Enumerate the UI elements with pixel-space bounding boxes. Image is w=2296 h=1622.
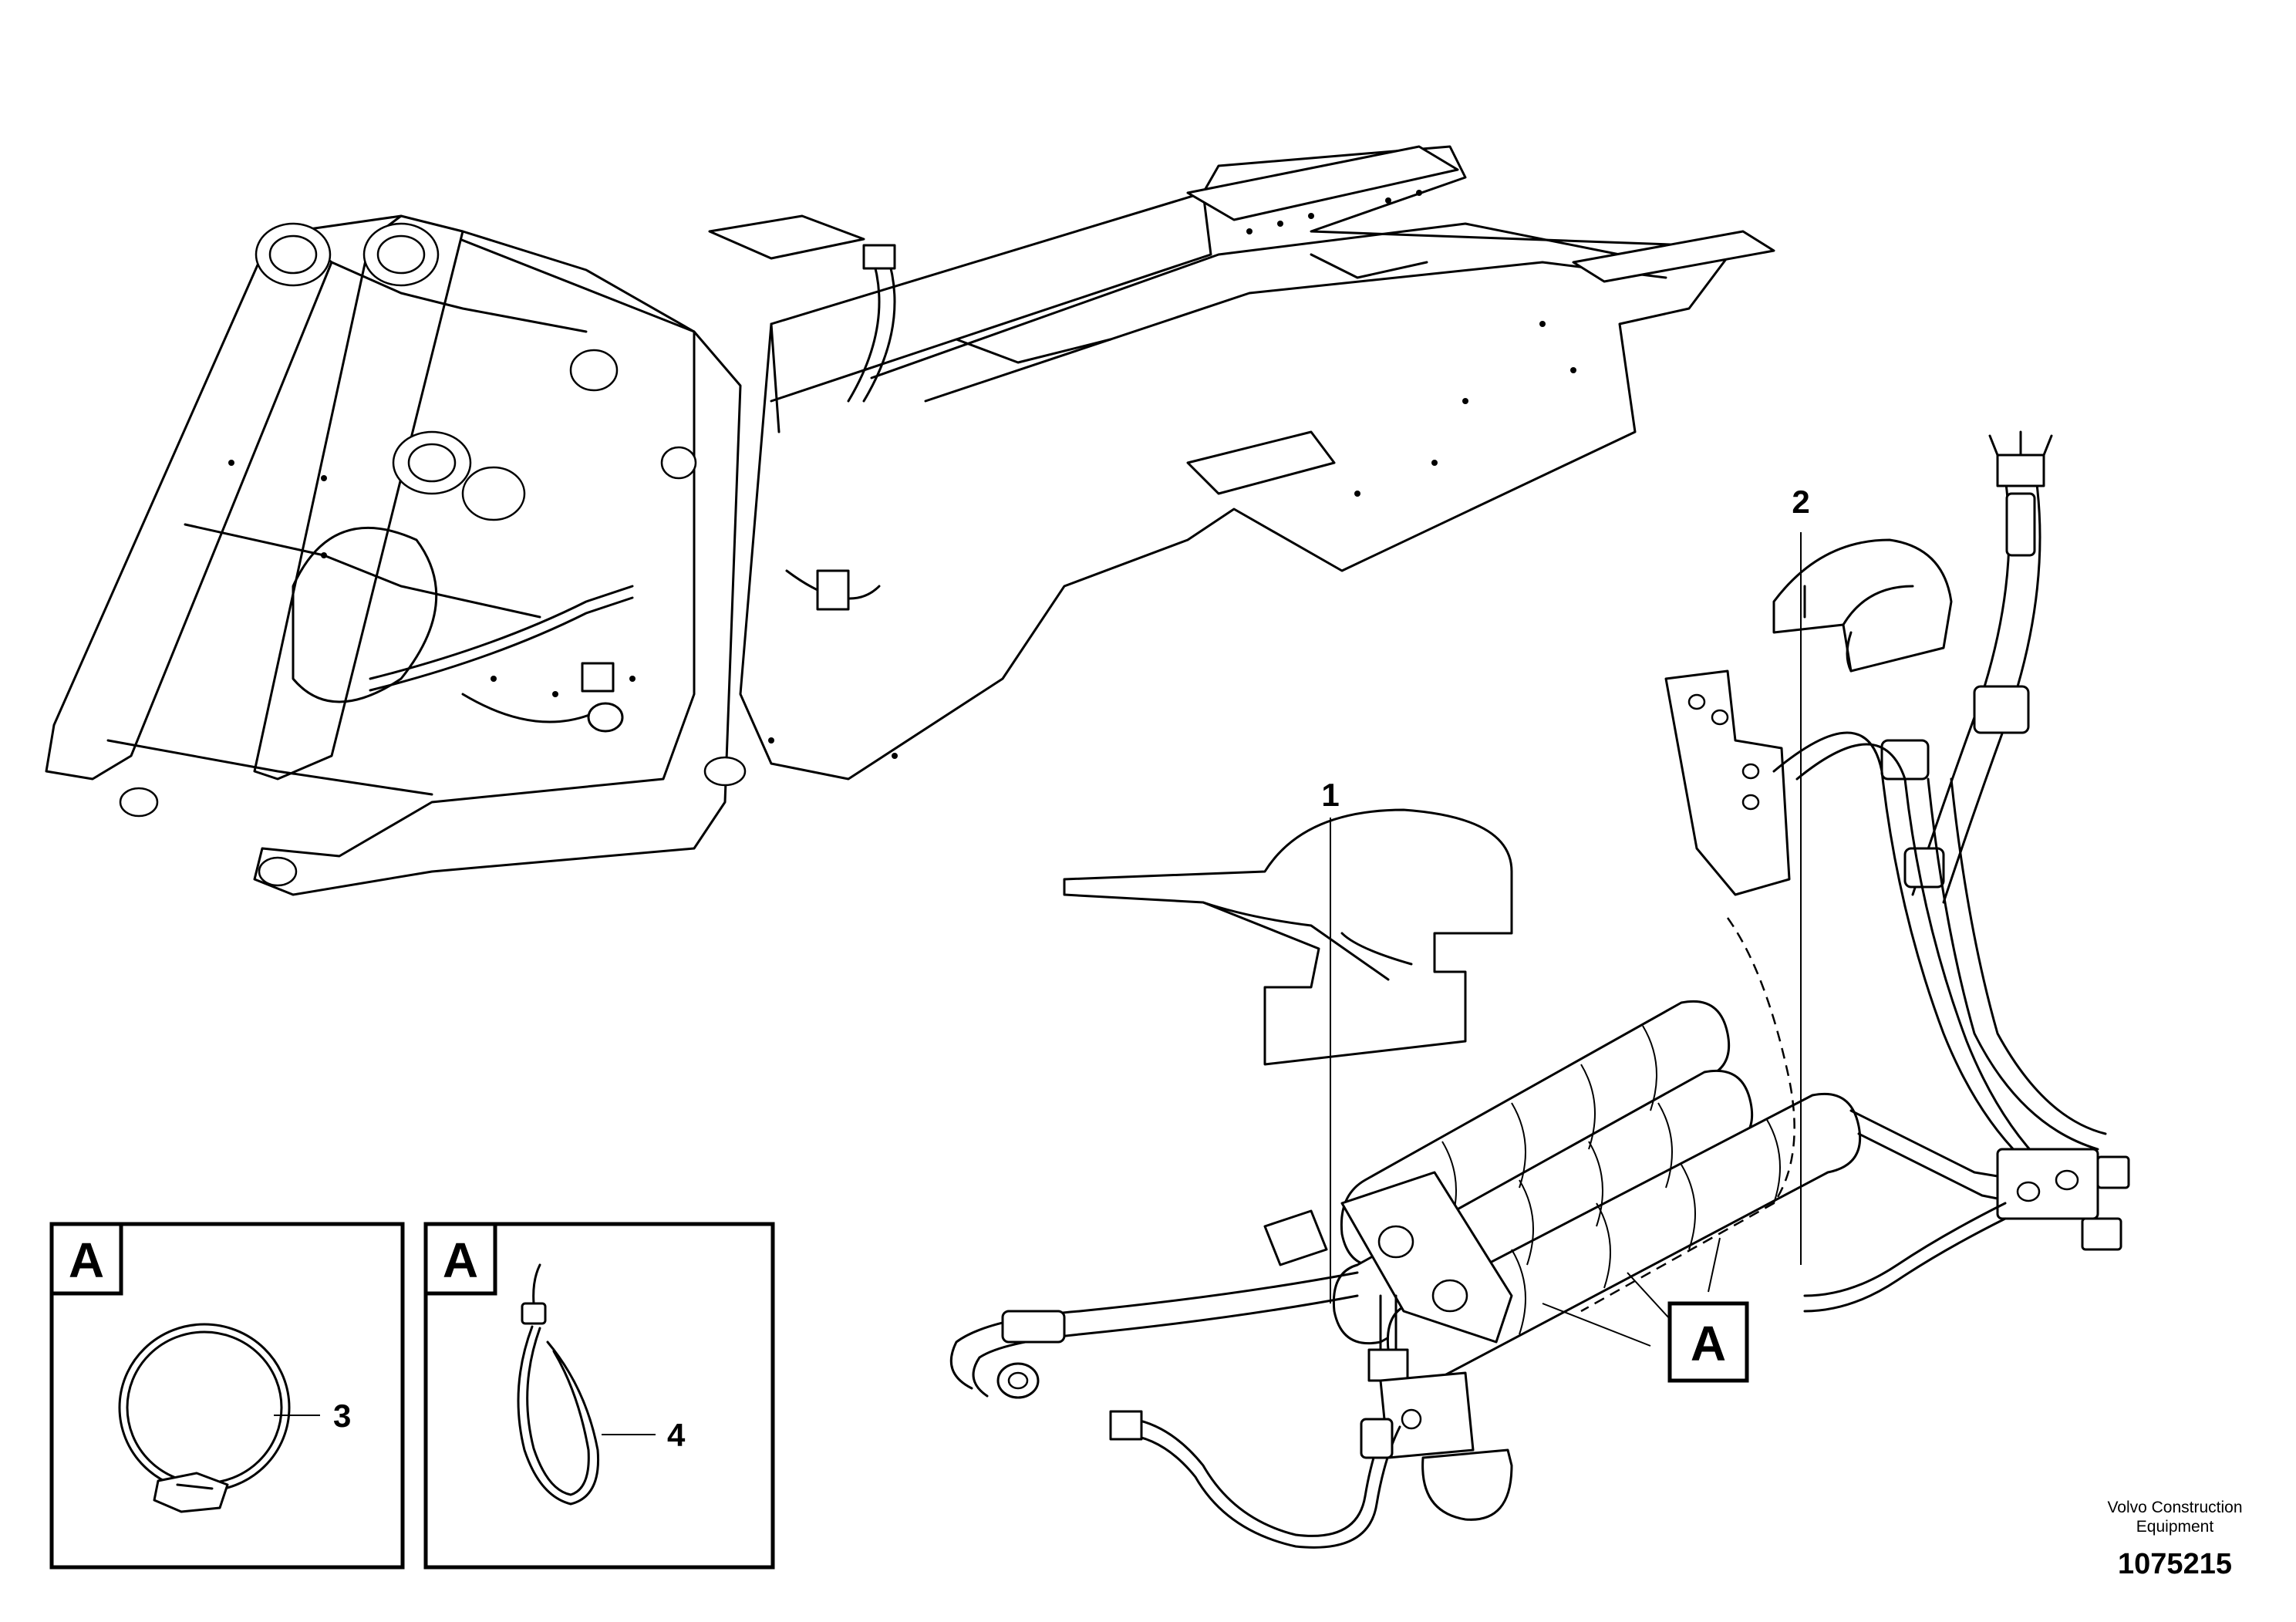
detail-box-a-right-label: A bbox=[443, 1233, 478, 1288]
drawing-number: 1075215 bbox=[2118, 1548, 2232, 1580]
loader-frame bbox=[45, 145, 1775, 896]
callout-3: 3 bbox=[333, 1398, 351, 1434]
hose-assembly bbox=[949, 430, 2130, 1549]
manufacturer-line-2: Equipment bbox=[2136, 1518, 2214, 1536]
detail-box-a-left: A 3 bbox=[49, 1222, 405, 1570]
detail-ref-a: A bbox=[1667, 1301, 1749, 1383]
part-1-shield bbox=[1063, 808, 1513, 1066]
part-2-shell bbox=[1772, 538, 1953, 673]
hose-clamp-icon bbox=[118, 1323, 291, 1513]
detail-box-a-right: A 4 bbox=[423, 1222, 775, 1570]
detail-ref-a-label: A bbox=[1691, 1316, 1726, 1371]
callout-4: 4 bbox=[667, 1417, 686, 1453]
callout-2: 2 bbox=[1792, 484, 1809, 520]
manufacturer-line-1: Volvo Construction bbox=[2107, 1499, 2242, 1516]
callout-1: 1 bbox=[1321, 777, 1339, 813]
detail-box-a-left-label: A bbox=[69, 1233, 104, 1288]
cable-tie-icon bbox=[517, 1263, 600, 1506]
leader-lines bbox=[1330, 532, 1802, 1347]
